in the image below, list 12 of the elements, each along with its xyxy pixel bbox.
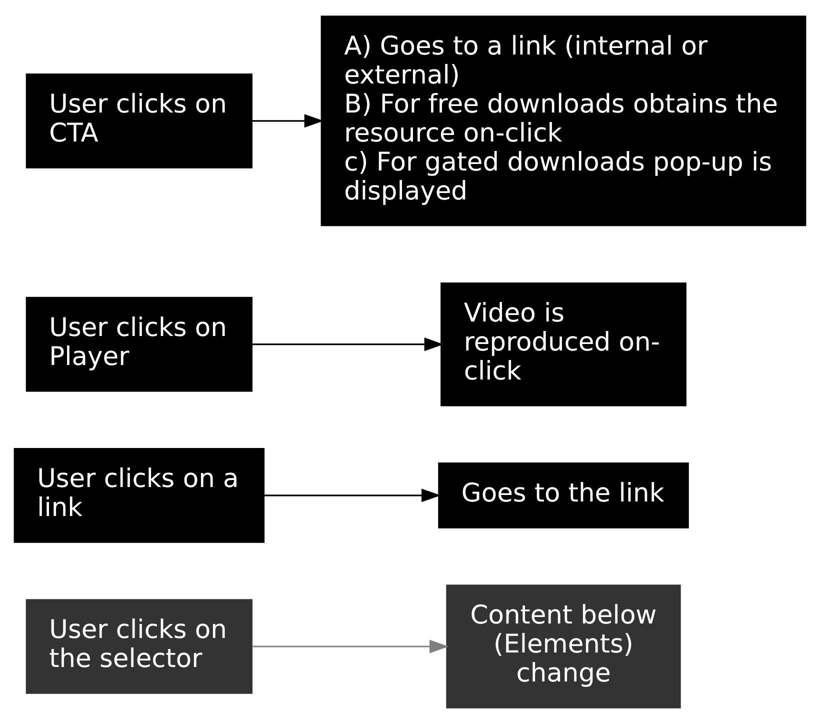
node-box: User clicks on Player bbox=[26, 296, 252, 392]
node-box: User clicks on a link bbox=[14, 448, 265, 543]
arrow bbox=[252, 338, 444, 352]
node-box: A) Goes to a link (internal or external) B) For free downloads obtains the resource on-click c) For gated downloads pop-up is displayed bbox=[320, 16, 806, 226]
node-box: Content below (Elements) change bbox=[446, 584, 681, 708]
node-box: User clicks on CTA bbox=[26, 73, 252, 168]
arrow bbox=[252, 114, 324, 128]
node-box: Video is reproduced on-click bbox=[440, 282, 686, 406]
node-box: Goes to the link bbox=[438, 462, 689, 528]
arrow bbox=[252, 640, 449, 654]
arrow bbox=[264, 488, 441, 502]
node-box: User clicks on the selector bbox=[26, 599, 252, 694]
